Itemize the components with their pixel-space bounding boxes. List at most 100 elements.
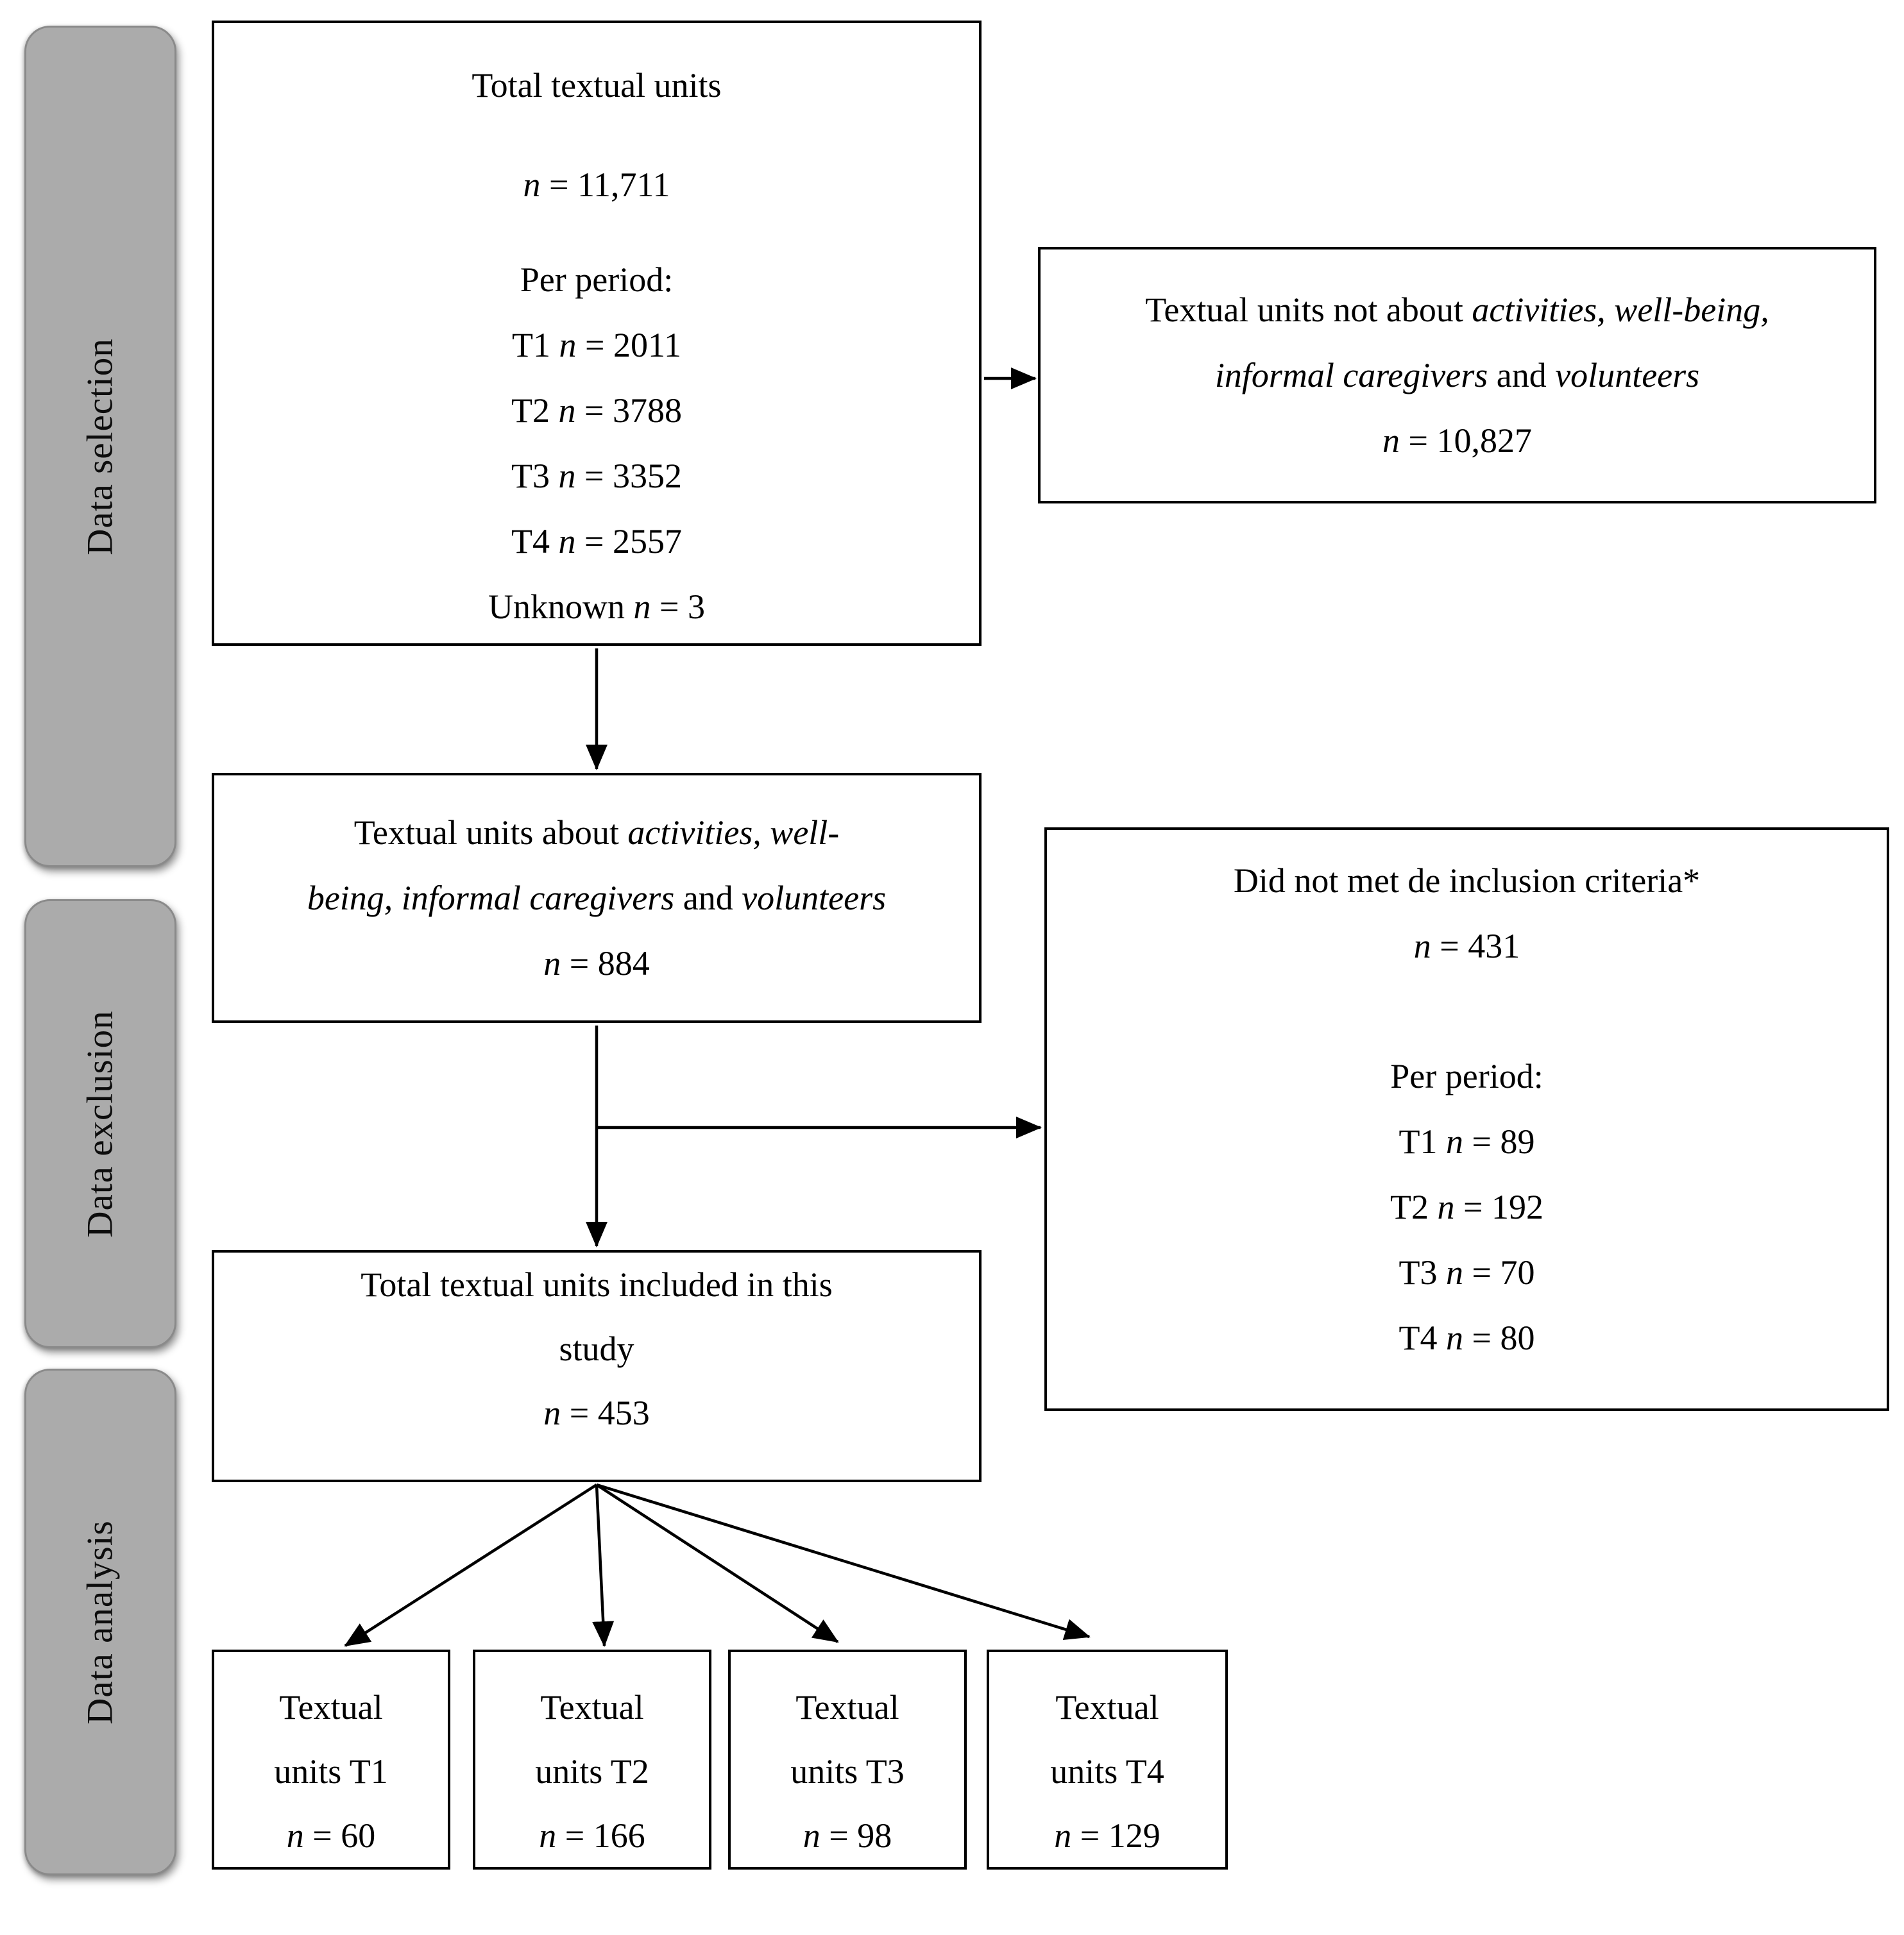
text-segment: T2 [1390,1188,1438,1226]
text-segment: Textual [279,1688,383,1727]
text-line: Total textual units included in this [214,1253,979,1317]
italic-text-segment: activities, well-being, [1472,291,1769,329]
text-line: Textual [989,1675,1225,1739]
italic-text-segment: informal caregivers [1214,356,1488,394]
text-line: T1 n = 2011 [214,312,979,378]
text-segment: Total textual units [472,66,722,105]
text-line: T4 n = 2557 [214,509,979,574]
text-segment: units T4 [1050,1752,1164,1791]
text-segment: = 129 [1071,1816,1160,1855]
text-line: informal caregivers and volunteers [1215,342,1699,408]
text-segment: = 80 [1463,1319,1535,1357]
italic-text-segment: activities, well- [627,813,840,852]
text-line: units T3 [731,1739,964,1804]
italic-text-segment: n [803,1816,820,1855]
text-line: T3 n = 70 [1047,1240,1887,1305]
text-line: T1 n = 89 [1047,1109,1887,1174]
italic-text-segment: n [1382,421,1400,460]
stage-data-exclusion: Data exclusion [24,899,176,1348]
text-segment: Per period: [520,260,674,299]
box-textual-units-about: Textual units about activities, well- be… [212,773,982,1023]
text-line: units T4 [989,1739,1225,1804]
text-segment: study [559,1330,634,1368]
text-segment: = 60 [303,1816,376,1855]
text-line: n = 60 [214,1804,448,1868]
box-total-textual-units: Total textual units n = 11,711 Per perio… [212,21,982,646]
text-segment: = 11,711 [540,165,670,204]
text-segment: = 98 [820,1816,892,1855]
text-segment: T1 [1398,1122,1447,1161]
stage-data-selection: Data selection [24,26,176,867]
box-textual-units-t1: Textual units T1 n = 60 [212,1650,450,1870]
italic-text-segment: volunteers [742,879,887,917]
text-segment: Did not met de inclusion criteria* [1233,861,1701,900]
text-segment: = 10,827 [1400,421,1532,460]
box-total-included-in-study: Total textual units included in this stu… [212,1250,982,1482]
box-did-not-meet-inclusion-criteria: Did not met de inclusion criteria* n = 4… [1044,827,1889,1411]
text-line: Per period: [1047,1044,1887,1109]
text-line: n = 129 [989,1804,1225,1868]
italic-text-segment: n [1446,1319,1464,1357]
text-segment: units T3 [790,1752,905,1791]
text-segment: Textual [795,1688,899,1727]
text-line: T2 n = 3788 [214,378,979,443]
text-segment: = 431 [1431,927,1520,965]
text-line: being, informal caregivers and volunteer… [307,865,886,931]
italic-text-segment: n [1446,1253,1464,1292]
text-segment: T3 [511,457,559,495]
text-line: Textual [731,1675,964,1739]
text-segment: = 3 [650,587,705,626]
text-line: n = 884 [543,931,649,996]
text-line: units T1 [214,1739,448,1804]
italic-text-segment: n [286,1816,304,1855]
text-line: Textual [214,1675,448,1739]
text-segment: = 70 [1463,1253,1535,1292]
text-segment: = 2011 [576,326,681,364]
text-segment: T2 [511,391,559,430]
text-segment: = 453 [561,1394,650,1432]
italic-text-segment: n [539,1816,557,1855]
text-line: n = 98 [731,1804,964,1868]
italic-text-segment: n [559,326,577,364]
italic-text-segment: n [1446,1122,1464,1161]
text-line: units T2 [475,1739,709,1804]
text-segment: Unknown [488,587,634,626]
arrow-included-to-t4 [596,1483,1091,1641]
italic-text-segment: n [543,1394,561,1432]
italic-text-segment: n [1054,1816,1072,1855]
text-segment: = 3788 [575,391,682,430]
box-textual-units-not-about: Textual units not about activities, well… [1038,247,1876,503]
box-textual-units-t3: Textual units T3 n = 98 [728,1650,967,1870]
text-line: Per period: [214,247,979,312]
text-segment: Textual [1055,1688,1159,1727]
italic-text-segment: n [1437,1188,1455,1226]
text-segment: Total textual units included in this [361,1265,833,1304]
italic-text-segment: being, informal caregivers [307,879,675,917]
text-line: n = 11,711 [214,152,979,217]
text-segment: = 2557 [575,522,682,561]
text-segment: Textual units not about [1145,291,1472,329]
text-line: Textual [475,1675,709,1739]
text-segment: = 884 [561,944,650,983]
text-segment: and [1488,356,1556,394]
text-line: n = 431 [1047,913,1887,979]
text-segment: = 3352 [575,457,682,495]
text-segment: Textual units about [353,813,628,852]
text-line: Textual units not about activities, well… [1145,277,1769,342]
text-line: Unknown n = 3 [214,574,979,639]
text-segment: T4 [511,522,559,561]
text-segment: Per period: [1390,1057,1543,1095]
text-segment: Textual [540,1688,644,1727]
italic-text-segment: n [558,391,576,430]
italic-text-segment: n [558,522,576,561]
text-segment: and [674,879,742,917]
arrow-included-to-t3 [595,1483,839,1643]
italic-text-segment: n [558,457,576,495]
italic-text-segment: n [543,944,561,983]
arrow-included-to-t2 [592,1484,615,1647]
text-line: study [214,1317,979,1381]
italic-text-segment: volunteers [1555,356,1700,394]
text-segment: = 166 [556,1816,645,1855]
text-line: T2 n = 192 [1047,1174,1887,1240]
